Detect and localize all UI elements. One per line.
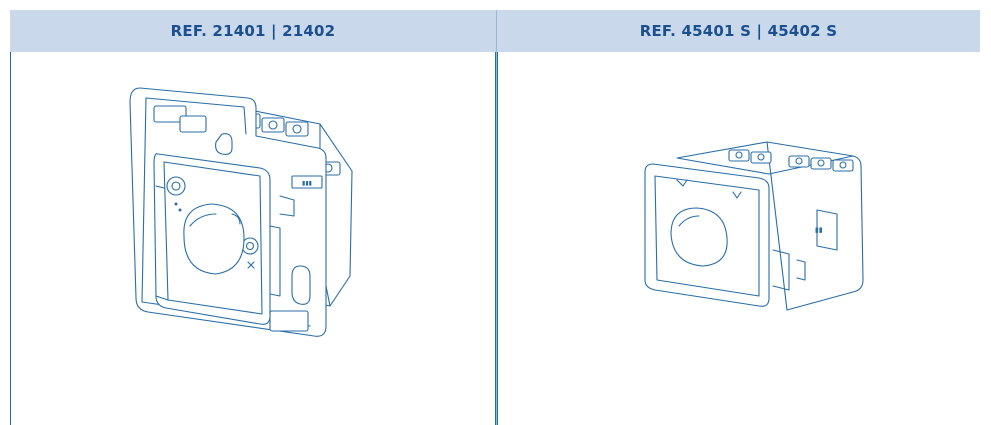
svg-text:▮▮: ▮▮ <box>815 226 823 234</box>
left-border-line <box>10 52 12 425</box>
left-column-right-line <box>495 52 497 425</box>
right-column-left-line <box>497 52 499 425</box>
product-reference-table: REF. 21401 | 21402 <box>10 10 980 425</box>
terminal-block-icon <box>728 149 854 172</box>
motion-sensor-with-frame-drawing: ▮▮▮ <box>129 87 353 337</box>
header-ref-21401-21402: REF. 21401 | 21402 <box>10 10 496 52</box>
svg-text:▮▮▮: ▮▮▮ <box>302 180 312 187</box>
column-ref-45401: REF. 45401 S | 45402 S ▮▮ <box>497 10 980 425</box>
square-motion-sensor-drawing: ▮▮ <box>644 141 864 311</box>
column-divider <box>496 10 497 425</box>
header-ref-45401-45402: REF. 45401 S | 45402 S <box>497 10 980 52</box>
column-ref-21401: REF. 21401 | 21402 <box>10 10 497 425</box>
